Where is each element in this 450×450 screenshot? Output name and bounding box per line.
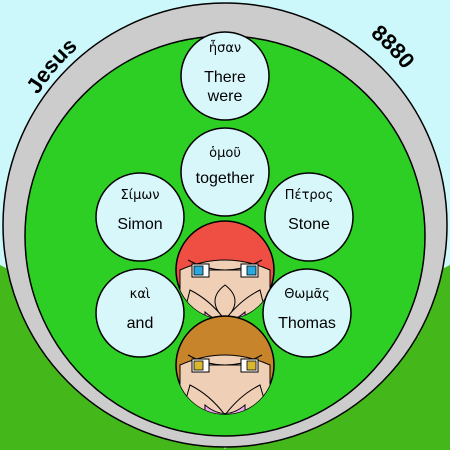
english-word: were: [207, 88, 243, 105]
greek-word: ἦσαν: [209, 41, 241, 56]
english-word: There: [204, 69, 246, 86]
greek-word: καὶ: [130, 287, 151, 302]
bubble-there-were: ἦσαν There were: [180, 31, 270, 121]
greek-word: Θωμᾶς: [284, 287, 330, 302]
bubble-simon: Σίμων Simon: [95, 172, 185, 262]
face-top: [175, 220, 275, 320]
greek-word: Πέτρος: [285, 188, 333, 203]
english-word: together: [196, 170, 255, 187]
greek-word: Σίμων: [120, 188, 159, 203]
bubble-together: ὁμοῦ together: [180, 127, 270, 217]
english-word: Stone: [288, 216, 330, 233]
english-word: and: [127, 315, 154, 332]
english-word: Thomas: [278, 315, 336, 332]
bubble-and: καὶ and: [95, 268, 185, 358]
greek-word: ὁμοῦ: [209, 146, 241, 161]
bubble-stone: Πέτρος Stone: [264, 172, 354, 262]
english-word: Simon: [117, 216, 162, 233]
bubble-thomas: Θωμᾶς Thomas: [262, 268, 352, 358]
hexagon-outline: [31, 1, 419, 449]
